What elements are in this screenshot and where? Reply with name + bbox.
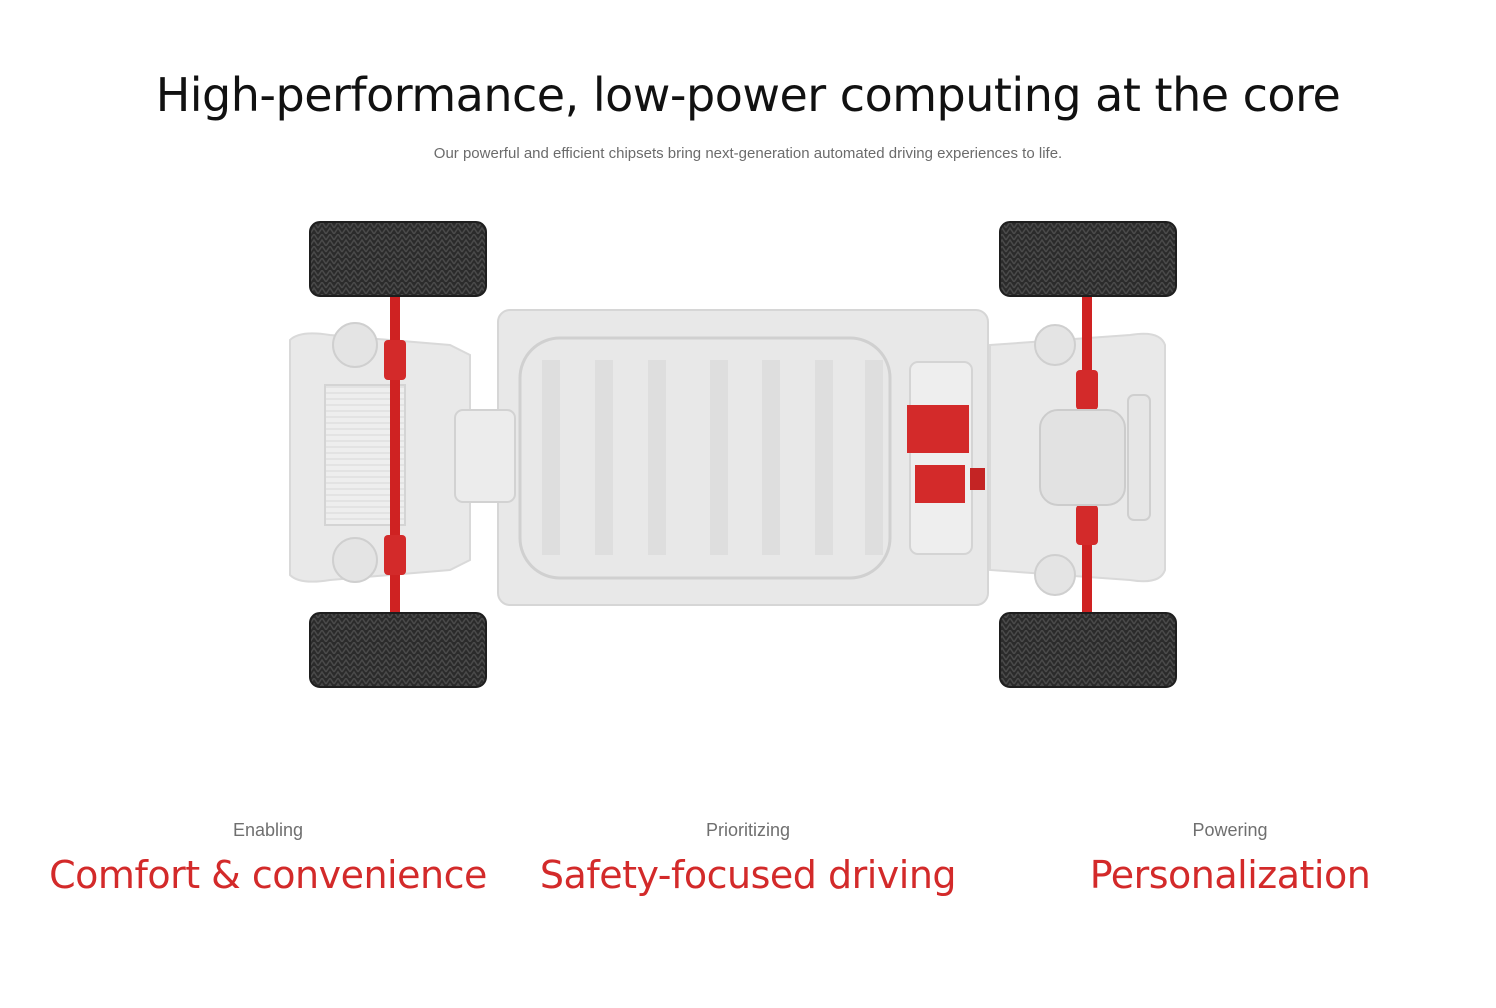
- feature-personalization: Powering Personalization: [990, 815, 1470, 905]
- tire-rear-left-icon: [999, 221, 1177, 297]
- tire-front-right-icon: [309, 612, 487, 688]
- tire-rear-right-icon: [999, 612, 1177, 688]
- feature-kicker: Prioritizing: [705, 820, 791, 840]
- rear-axle: [1034, 295, 1151, 620]
- page-subtitle: Our powerful and efficient chipsets brin…: [433, 145, 1063, 162]
- feature-kicker: Powering: [1192, 820, 1268, 840]
- feature-safety: Prioritizing Safety-focused driving: [508, 815, 988, 905]
- feature-title: Personalization: [1089, 853, 1371, 897]
- control-module: [454, 409, 516, 503]
- compute-module-icon: [907, 405, 985, 503]
- feature-title: Safety-focused driving: [539, 853, 957, 897]
- front-axle: [332, 295, 406, 620]
- page-title: High-performance, low-power computing at…: [155, 68, 1341, 122]
- car-chassis-illustration: [289, 221, 1177, 688]
- feature-title: Comfort & convenience: [49, 853, 487, 897]
- tire-front-left-icon: [309, 221, 487, 297]
- battery-pack: [497, 309, 989, 606]
- feature-kicker: Enabling: [232, 820, 304, 840]
- feature-comfort: Enabling Comfort & convenience: [28, 815, 508, 905]
